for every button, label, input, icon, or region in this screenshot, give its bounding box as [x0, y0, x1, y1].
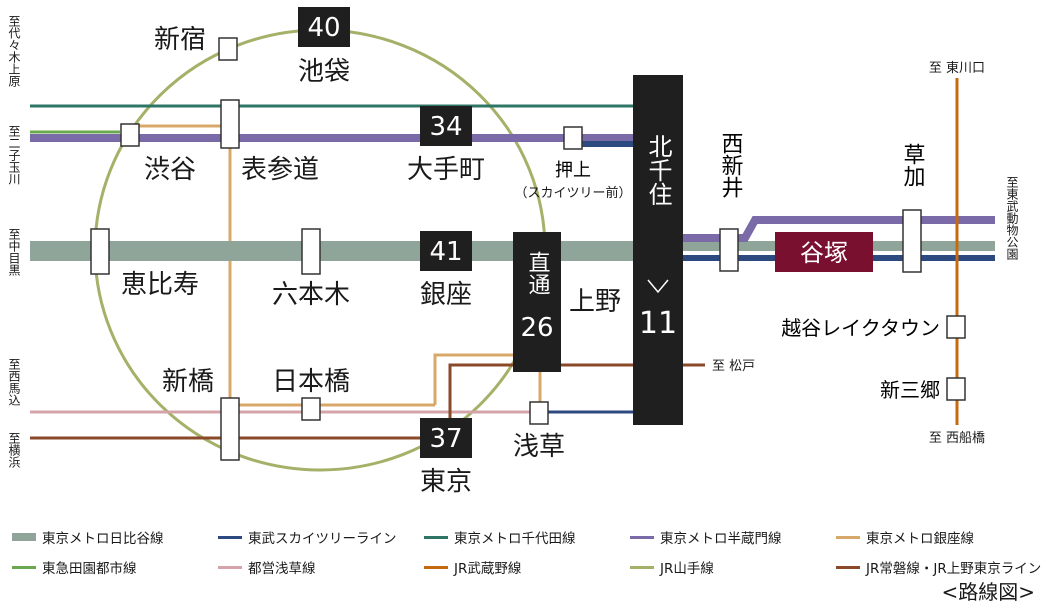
otemachi-time-box	[420, 106, 472, 146]
label-shinjuku: 新宿	[154, 25, 206, 55]
kitasenju-time: 11	[639, 306, 677, 341]
legend-label: 東京メトロ半蔵門線	[660, 531, 782, 547]
legend-label: 都営浅草線	[248, 561, 316, 577]
legend-row: 東急田園都市線 都営浅草線 JR武蔵野線 JR山手線 JR常磐線・JR上野東京ラ…	[12, 552, 1042, 582]
station-marker-shibuya[interactable]	[120, 123, 140, 147]
label-ginza: 銀座	[420, 280, 472, 310]
ueno-time-box	[513, 232, 561, 372]
label-nihonbashi: 日本橋	[272, 367, 350, 397]
legend-swatch	[630, 565, 654, 569]
ueno-direct-label: 直通	[525, 251, 551, 295]
ikebukuro-time: 40	[307, 13, 340, 43]
hanzomon-line-east	[680, 216, 995, 242]
yatsuka-box	[775, 232, 873, 272]
legend-item: 東京メトロ銀座線	[836, 527, 1042, 547]
tokyo-time: 37	[429, 424, 462, 454]
kitasenju-label: 北千住	[644, 134, 672, 206]
legend-label: JR常磐線・JR上野東京ライン	[866, 561, 1042, 577]
dir-yokohama: 至横浜	[7, 432, 21, 468]
legend-item: JR武蔵野線	[424, 557, 630, 577]
legend-item: 東京メトロ千代田線	[424, 527, 630, 547]
legend-item: 東急田園都市線	[12, 557, 218, 577]
dir-futako: 至二子玉川	[7, 125, 21, 185]
legend-swatch	[12, 565, 36, 569]
yatsuka-label: 谷塚	[800, 239, 848, 267]
legend-item: 東京メトロ半蔵門線	[630, 527, 836, 547]
label-tokyo: 東京	[420, 467, 472, 497]
label-ueno: 上野	[569, 287, 621, 317]
ueno-time: 26	[520, 313, 553, 343]
dir-nishimagome: 至西馬込	[7, 358, 21, 406]
dir-yoyogi: 至代々木上原	[7, 15, 21, 87]
label-ikebukuro: 池袋	[298, 57, 350, 87]
label-koshigaya: 越谷レイクタウン	[781, 316, 940, 340]
label-shibuya: 渋谷	[144, 155, 196, 185]
legend-swatch	[836, 565, 860, 569]
station-marker-shinjuku[interactable]	[218, 37, 238, 61]
ginza-line-ueno	[433, 353, 542, 410]
station-marker-oshiage[interactable]	[563, 126, 583, 150]
route-map: 40 34 41 37 直通 26 北千住 11 谷塚 新宿 池袋 渋谷 表参道…	[7, 7, 1019, 497]
legend-swatch	[630, 535, 654, 539]
label-shinbashi: 新橋	[162, 367, 214, 397]
joban-line	[448, 363, 635, 438]
station-marker-roppongi[interactable]	[301, 228, 321, 275]
label-oshiage: 押上	[555, 160, 591, 181]
kitasenju-arrow-icon	[647, 279, 669, 294]
legend-item: 東武スカイツリーライン	[218, 527, 424, 547]
legend-label: 東急田園都市線	[42, 561, 137, 577]
label-shinmisato: 新三郷	[880, 378, 940, 402]
dir-matsudo: 至 松戸	[712, 359, 755, 374]
station-marker-nishiarai[interactable]	[719, 228, 739, 272]
legend-swatch	[218, 565, 242, 569]
legend-label: 東京メトロ銀座線	[866, 531, 974, 547]
legend-swatch	[218, 535, 242, 539]
station-marker-asakusa[interactable]	[529, 401, 549, 425]
legend-label: 東武スカイツリーライン	[248, 531, 397, 547]
dir-nishifunabashi: 至 西船橋	[929, 431, 985, 446]
tokyo-time-box	[420, 418, 472, 458]
station-marker-omotesando[interactable]	[220, 99, 240, 149]
legend-row: 東京メトロ日比谷線 東武スカイツリーライン 東京メトロ千代田線 東京メトロ半蔵門…	[12, 522, 1042, 552]
station-marker-shinmisato[interactable]	[946, 377, 966, 401]
legend-label: JR武蔵野線	[454, 561, 522, 577]
label-soka: 草加	[900, 143, 926, 187]
legend-label: 東京メトロ千代田線	[454, 531, 576, 547]
label-oshiage-sub: （スカイツリー前）	[514, 185, 631, 201]
legend-label: 東京メトロ日比谷線	[42, 531, 164, 547]
legend-swatch	[424, 565, 448, 569]
ginza-time-box	[420, 231, 472, 271]
legend-item: JR常磐線・JR上野東京ライン	[836, 557, 1042, 577]
legend-swatch	[836, 535, 860, 539]
legend: 東京メトロ日比谷線 東武スカイツリーライン 東京メトロ千代田線 東京メトロ半蔵門…	[12, 522, 1042, 582]
label-nishiarai: 西新井	[718, 132, 744, 198]
ikebukuro-time-box	[298, 7, 350, 47]
label-roppongi: 六本木	[272, 280, 350, 310]
legend-swatch	[12, 533, 36, 541]
label-asakusa: 浅草	[513, 432, 565, 462]
label-omotesando: 表参道	[241, 155, 319, 185]
ginza-time: 41	[429, 237, 462, 267]
label-otemachi: 大手町	[407, 155, 485, 185]
station-marker-koshigaya[interactable]	[946, 315, 966, 339]
station-marker-nihonbashi[interactable]	[301, 397, 321, 421]
legend-item: 東京メトロ日比谷線	[12, 527, 218, 547]
station-marker-ebisu[interactable]	[90, 228, 110, 275]
legend-item: JR山手線	[630, 557, 836, 577]
dir-higashikawaguchi: 至 東川口	[929, 60, 985, 76]
label-ebisu: 恵比寿	[121, 270, 199, 300]
kitasenju-box	[633, 75, 683, 425]
dir-tobu-zoo: 至東武動物公園	[1005, 176, 1019, 260]
station-marker-soka[interactable]	[902, 209, 922, 273]
legend-item: 都営浅草線	[218, 557, 424, 577]
legend-label: JR山手線	[660, 561, 714, 577]
caption: <路線図>	[941, 580, 1035, 604]
station-marker-shinbashi[interactable]	[220, 397, 240, 461]
otemachi-time: 34	[429, 112, 462, 142]
dir-nakameguro: 至中目黒	[7, 228, 21, 277]
legend-swatch	[424, 535, 448, 539]
